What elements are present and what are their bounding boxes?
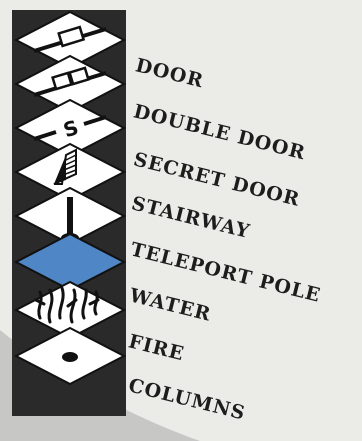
column-icon [62, 352, 78, 362]
